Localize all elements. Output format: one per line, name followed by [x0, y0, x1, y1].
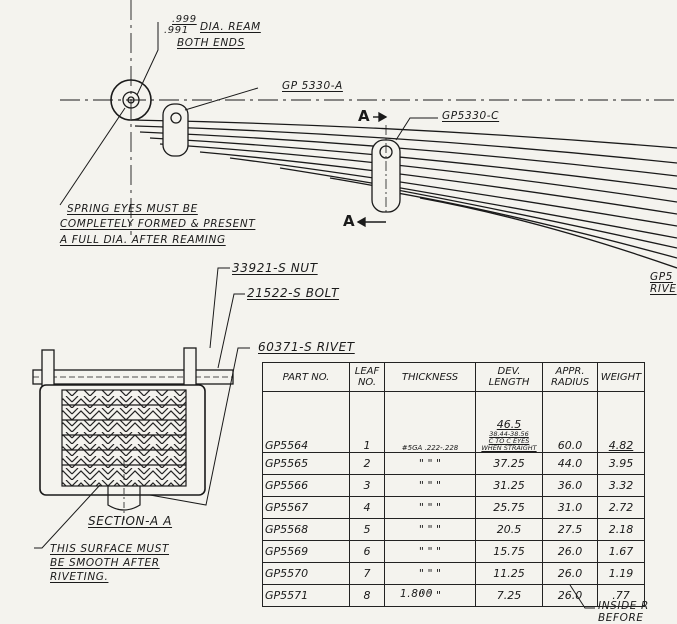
cell-dev-length: 31.25	[475, 474, 543, 497]
dev-length-top: 46.5	[496, 418, 522, 431]
dev-length-sub-3: WHEN STRAIGHT	[481, 444, 537, 452]
cell-dev-length: 46.5 38.44-38.56 C TO C EYES WHEN STRAIG…	[475, 391, 543, 453]
cell-part: GP5568	[262, 518, 350, 541]
table-header-row: PART NO. LEAF NO. THICKNESS DEV. LENGTH …	[262, 362, 645, 392]
col-dev-length: DEV. LENGTH	[475, 362, 543, 392]
cell-thickness: " " "	[384, 562, 476, 585]
table-row: GP5570 7 " " " 11.25 26.0 1.19	[262, 562, 645, 585]
cell-leaf: 1	[349, 391, 385, 453]
cell-radius: 26.0	[542, 540, 598, 563]
cell-thickness: " " "	[384, 584, 476, 607]
cell-part: GP5564	[262, 391, 350, 453]
dev-length-sub-1: 38.44-38.56	[489, 430, 529, 438]
col-weight: WEIGHT	[597, 362, 645, 392]
spring-eye-inner	[122, 91, 140, 109]
cell-leaf: 8	[349, 584, 385, 607]
table-row: GP5564 1 #5GA .222-.228 46.5 38.44-38.56…	[262, 391, 645, 453]
col-radius: APPR. RADIUS	[542, 362, 598, 392]
col-part-no: PART NO.	[262, 362, 350, 392]
clip-a	[162, 103, 189, 157]
cell-leaf: 2	[349, 452, 385, 475]
table-row: GP5569 6 " " " 15.75 26.0 1.67	[262, 540, 645, 563]
cell-radius: 60.0	[542, 391, 598, 453]
clip-a-label: GP 5330-A	[282, 80, 343, 92]
cell-part: GP5565	[262, 452, 350, 475]
right-edge-label-2: RIVE	[650, 283, 677, 295]
table-row: GP5567 4 " " " 25.75 31.0 2.72	[262, 496, 645, 519]
cell-dev-length: 7.25	[475, 584, 543, 607]
surface-note-3: RIVETING.	[50, 571, 109, 583]
dev-length-sub-2: C TO C EYES	[488, 437, 530, 445]
surface-note-1: THIS SURFACE MUST	[50, 543, 169, 555]
col-thickness: THICKNESS	[384, 362, 476, 392]
right-edge-label-1: GP5	[650, 271, 673, 283]
cell-leaf: 6	[349, 540, 385, 563]
cell-thickness: " " "	[384, 540, 476, 563]
cell-dev-length: 15.75	[475, 540, 543, 563]
inside-note-2: BEFORE	[598, 612, 644, 624]
cell-part: GP5567	[262, 496, 350, 519]
clip-c-label: GP5330-C	[442, 110, 500, 122]
cell-weight: 1.67	[597, 540, 645, 563]
cell-thickness: " " "	[384, 518, 476, 541]
cell-weight: 4.82	[597, 391, 645, 453]
table-row: GP5568 5 " " " 20.5 27.5 2.18	[262, 518, 645, 541]
cell-weight: 2.18	[597, 518, 645, 541]
cell-part: GP5570	[262, 562, 350, 585]
col-leaf-no: LEAF NO.	[349, 362, 385, 392]
cell-dev-length: 25.75	[475, 496, 543, 519]
cell-radius: 26.0	[542, 562, 598, 585]
surface-note-2: BE SMOOTH AFTER	[50, 557, 160, 569]
section-title: SECTION-A A	[88, 514, 173, 528]
cell-leaf: 3	[349, 474, 385, 497]
cell-leaf: 7	[349, 562, 385, 585]
section-a-a	[32, 347, 234, 520]
cell-radius: 31.0	[542, 496, 598, 519]
cell-thickness: " " "	[384, 452, 476, 475]
table-row: GP5565 2 " " " 37.25 44.0 3.95	[262, 452, 645, 475]
cell-thickness: " " "	[384, 496, 476, 519]
cell-thickness: " " "	[384, 474, 476, 497]
eye-dia-text: DIA. REAM	[200, 21, 261, 33]
parts-table: PART NO. LEAF NO. THICKNESS DEV. LENGTH …	[262, 362, 645, 607]
cell-weight: 3.32	[597, 474, 645, 497]
table-row: GP5566 3 " " " 31.25 36.0 3.32	[262, 474, 645, 497]
nut-label: 33921-S NUT	[232, 261, 318, 275]
cell-radius: 27.5	[542, 518, 598, 541]
spring-eyes-note-3: A FULL DIA. AFTER REAMING	[60, 234, 226, 246]
eye-both-ends: BOTH ENDS	[177, 37, 245, 49]
cell-dev-length: 20.5	[475, 518, 543, 541]
spring-leaves	[130, 119, 677, 269]
cell-leaf: 4	[349, 496, 385, 519]
spring-eyes-note-2: COMPLETELY FORMED & PRESENT	[60, 218, 256, 230]
cell-part: GP5566	[262, 474, 350, 497]
rivet-label: 60371-S RIVET	[258, 340, 355, 354]
cell-weight: 2.72	[597, 496, 645, 519]
eye-dia-top: .999	[172, 14, 197, 25]
eye-dia-bottom: .991	[164, 25, 189, 36]
cell-weight: .77	[597, 584, 645, 607]
cell-leaf: 5	[349, 518, 385, 541]
cell-part: GP5571	[262, 584, 350, 607]
cell-dev-length: 11.25	[475, 562, 543, 585]
table-row: GP5571 8 " " " 7.25 26.0 .77	[262, 584, 645, 607]
bolt-label: 21522-S BOLT	[247, 286, 340, 300]
cell-weight: 3.95	[597, 452, 645, 475]
cell-thickness: #5GA .222-.228	[384, 391, 476, 453]
cell-part: GP5569	[262, 540, 350, 563]
cell-radius: 26.0	[542, 584, 598, 607]
cell-weight: 1.19	[597, 562, 645, 585]
section-mark-bottom: A	[343, 212, 356, 230]
section-mark-top: A	[358, 107, 371, 125]
spring-eyes-note-1: SPRING EYES MUST BE	[67, 203, 198, 215]
cell-radius: 36.0	[542, 474, 598, 497]
cell-radius: 44.0	[542, 452, 598, 475]
cell-dev-length: 37.25	[475, 452, 543, 475]
